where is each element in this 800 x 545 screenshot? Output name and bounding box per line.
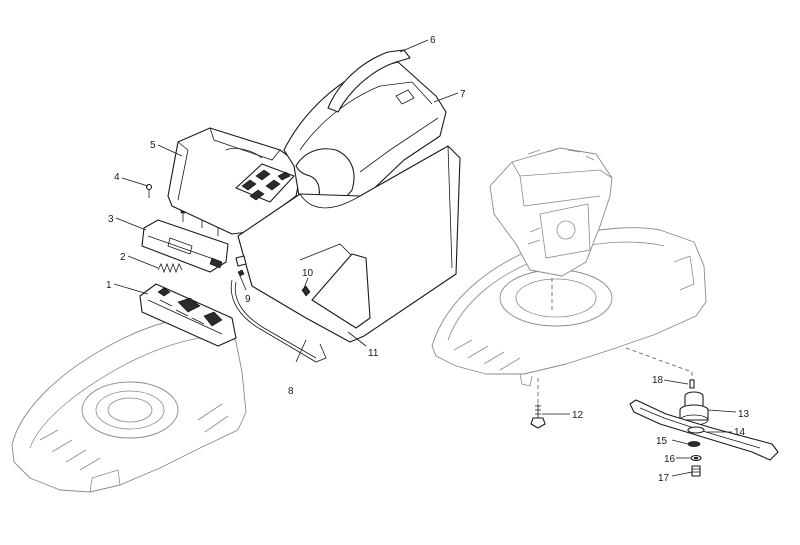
part-11-grass-bag (237, 145, 461, 343)
callout-1: 1 (106, 280, 112, 291)
callout-3: 3 (108, 214, 114, 225)
callout-6: 6 (430, 35, 436, 46)
left-mower-deck (11, 315, 247, 493)
callout-17: 17 (658, 473, 670, 484)
callout-14: 14 (734, 427, 746, 438)
callout-15: 15 (656, 436, 668, 447)
callout-13: 13 (738, 409, 750, 420)
callout-4: 4 (114, 172, 120, 183)
callout-12: 12 (572, 410, 584, 421)
part-8-wire-frame (230, 279, 327, 363)
part-15-washer (687, 441, 701, 447)
callout-8: 8 (288, 386, 294, 397)
callout-10: 10 (302, 268, 314, 279)
callout-labels: 1 2 3 4 5 6 7 8 9 10 11 12 13 14 15 16 1… (106, 35, 750, 484)
part-18-pin (689, 379, 695, 389)
callout-7: 7 (460, 89, 466, 100)
part-9-fitting (235, 255, 247, 277)
engine (489, 147, 613, 277)
callout-18: 18 (652, 375, 664, 386)
part-14-blade (629, 399, 779, 461)
callout-11: 11 (368, 348, 379, 359)
part-16-washer (690, 454, 702, 462)
part-12-bolt (530, 404, 546, 429)
leader-lines (113, 39, 737, 477)
callout-9: 9 (245, 294, 251, 305)
part-17-blade-bolt (691, 465, 701, 477)
part-13-blade-adaptor (679, 391, 709, 426)
part-1-rear-flap (139, 283, 237, 347)
part-2-spring (157, 262, 183, 274)
callout-16: 16 (664, 454, 676, 465)
part-3-bracket (141, 219, 229, 273)
part-6-handle (327, 49, 411, 113)
callout-2: 2 (120, 252, 126, 263)
part-5-rear-cover (167, 127, 303, 235)
callout-5: 5 (150, 140, 156, 151)
